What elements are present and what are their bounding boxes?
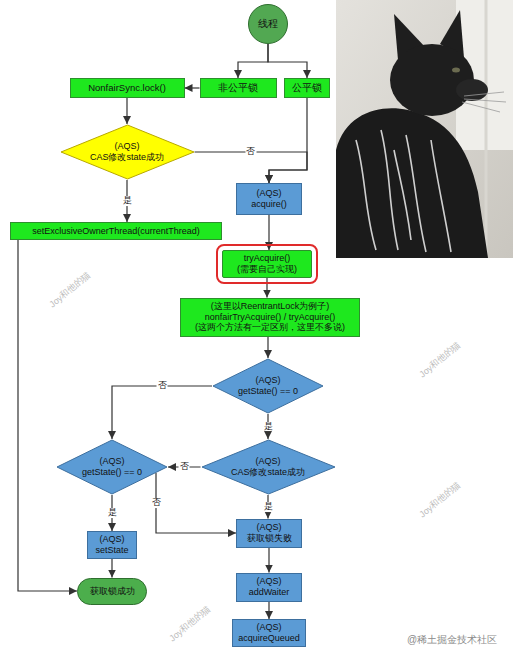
cat-fur: [356, 130, 451, 252]
node-text: (AQS): [99, 534, 124, 545]
diamond-shape: [202, 440, 335, 494]
highlighted-box: tryAcquire()(需要自己实现): [222, 250, 312, 278]
photo-shelf: [485, 0, 488, 258]
edge-label: 是: [263, 502, 274, 512]
connector: [267, 337, 268, 359]
decision-diamond: (AQS)CAS修改state成功: [201, 439, 336, 495]
process-box: NonfairSync.lock(): [70, 78, 185, 98]
node-text: 获取锁成功: [90, 586, 135, 597]
process-box: (这里以ReentrantLock为例子)nonfairTryAcquire()…: [180, 298, 360, 337]
node-text: (AQS): [255, 375, 280, 386]
connector: [238, 44, 268, 78]
node-text: 非公平锁: [218, 82, 258, 94]
node-text: CAS修改state成功: [90, 152, 164, 163]
decision-diamond: (AQS)getState() == 0: [212, 358, 324, 414]
cat-photo: [336, 0, 513, 258]
watermark: Joy和他的猫: [167, 603, 214, 645]
edge-label: 否: [157, 381, 168, 391]
connector: [126, 98, 127, 124]
node-text: NonfairSync.lock(): [88, 82, 166, 94]
node-text: 线程: [258, 18, 278, 30]
edge-label: 否: [179, 462, 190, 472]
cat-body: [336, 108, 488, 258]
edge-label: 否: [151, 498, 162, 508]
node-text: CAS修改state成功: [231, 467, 305, 478]
diamond-shape: [213, 359, 323, 413]
process-box: (AQS)acquire(): [236, 183, 302, 215]
node-text: 公平锁: [292, 82, 322, 94]
source-credit: @稀土掘金技术社区: [407, 633, 497, 647]
connector: [156, 473, 236, 533]
cat-head: [390, 44, 474, 116]
node-text: setState: [95, 545, 128, 556]
node-text: (AQS): [256, 522, 281, 533]
node-text: (AQS): [255, 456, 280, 467]
node-text: (AQS): [114, 141, 139, 152]
connector: [268, 215, 269, 250]
watermark: Joy和他的猫: [47, 269, 94, 311]
diamond-shape: [61, 125, 194, 179]
connector: [268, 548, 269, 573]
node-text: (需要自己实现): [237, 264, 297, 275]
connector: [112, 386, 212, 439]
connector: [111, 559, 112, 578]
node-text: getState() == 0: [82, 467, 142, 478]
connector: [185, 87, 200, 88]
node-text: (AQS): [256, 188, 281, 199]
connector: [266, 278, 267, 298]
process-box: (AQS)获取锁失败: [236, 519, 302, 548]
watermark: Joy和他的猫: [417, 479, 464, 521]
edge-label: 是: [263, 422, 274, 432]
cat-whiskers: [462, 92, 506, 112]
node-text: getState() == 0: [238, 386, 298, 397]
photo-background: [336, 0, 513, 258]
process-box: (AQS)setState: [87, 531, 137, 559]
edge-label: 是: [122, 196, 133, 206]
decision-diamond: (AQS)getState() == 0: [56, 439, 168, 495]
edge-label: 否: [245, 147, 256, 157]
node-text: setExclusiveOwnerThread(currentThread): [32, 226, 200, 237]
node-text: tryAcquire(): [244, 253, 291, 264]
process-box: 公平锁: [284, 78, 330, 98]
node-text: 获取锁失败: [247, 533, 292, 544]
cat-snout: [456, 79, 488, 101]
node-text: addWaiter: [249, 587, 290, 598]
cat-eye: [452, 68, 460, 73]
node-text: (这里以ReentrantLock为例子): [211, 301, 330, 312]
node-text: (AQS): [256, 576, 281, 587]
connector: [268, 602, 269, 620]
node-text: acquire(): [251, 199, 287, 210]
node-text: (这两个方法有一定区别，这里不多说): [195, 322, 345, 333]
node-text: (AQS): [256, 622, 281, 633]
diamond-shape: [57, 440, 167, 494]
node-text: nonfairTryAcquire() / tryAcquire(): [205, 312, 336, 323]
start-circle: 线程: [248, 4, 288, 44]
connector: [268, 44, 307, 78]
connector: [269, 98, 307, 183]
decision-diamond: (AQS)CAS修改state成功: [60, 124, 195, 180]
process-box: (AQS)acquireQueued: [232, 619, 306, 647]
node-text: (AQS): [99, 456, 124, 467]
process-box: 非公平锁: [200, 78, 277, 98]
node-text: acquireQueued: [238, 633, 300, 644]
process-box: setExclusiveOwnerThread(currentThread): [10, 222, 222, 240]
end-terminal: 获取锁成功: [77, 578, 147, 605]
process-box: (AQS)addWaiter: [236, 573, 302, 602]
edge-label: 是: [107, 508, 118, 518]
watermark: Joy和他的猫: [417, 339, 464, 381]
